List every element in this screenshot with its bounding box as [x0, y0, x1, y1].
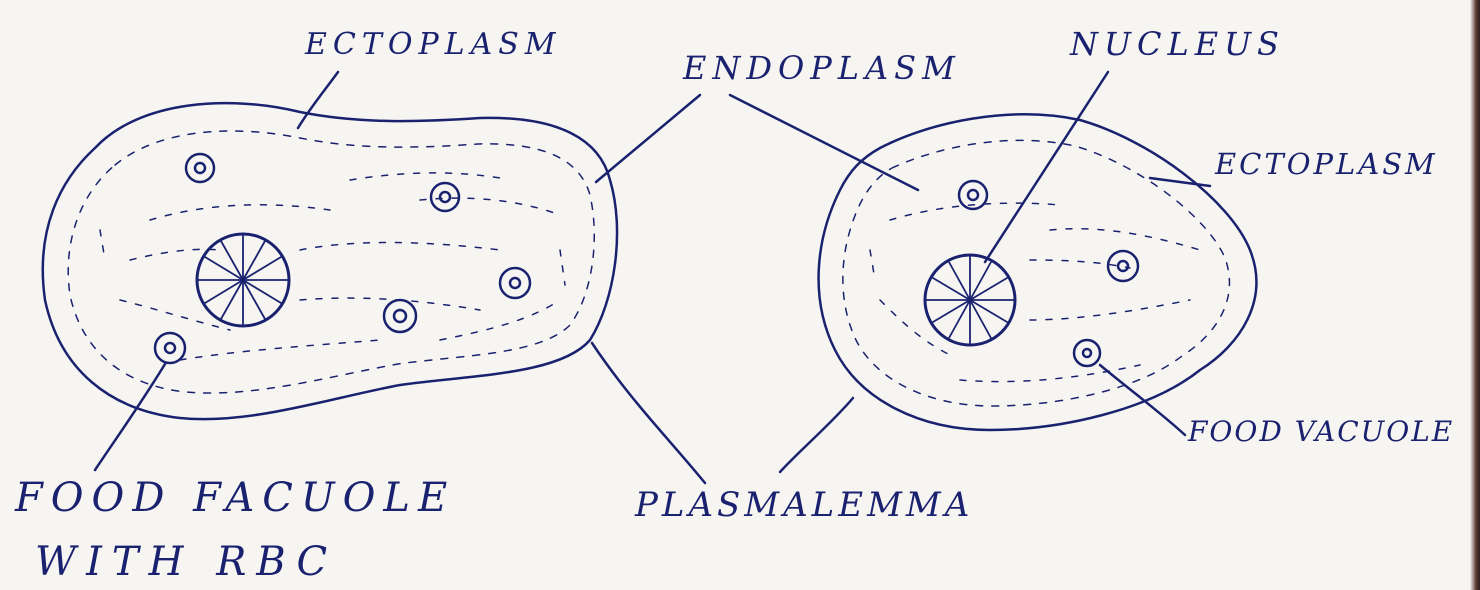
right-cell-nucleus [925, 255, 1015, 345]
label-nucleus: NUCLEUS [1070, 28, 1285, 60]
left-cell-food-vacuoles [155, 154, 530, 363]
label-food-vacuole-rbc-line2: WITH RBC [35, 542, 337, 582]
right-cell-plasmalemma [819, 114, 1257, 430]
label-food-vacuole: FOOD VACUOLE [1188, 418, 1454, 446]
leader-plasmalemma-left [592, 343, 705, 483]
paper-edge [1470, 0, 1480, 590]
leader-plasmalemma-right [780, 398, 853, 472]
leader-endoplasm-left [596, 95, 700, 182]
right-cell-food-vacuoles [959, 181, 1138, 366]
leader-ectoplasm-left [298, 72, 338, 128]
leader-ectoplasm-right [1150, 178, 1210, 186]
label-plasmalemma: PLASMALEMMA [635, 488, 973, 522]
right-cell-endoplasm-granules [870, 203, 1200, 381]
leader-food-vacuole [1100, 365, 1185, 435]
left-cell-nucleus [197, 234, 289, 326]
left-cell-plasmalemma [43, 103, 617, 419]
leader-food-vacuole-rbc [95, 364, 165, 470]
label-food-vacuole-rbc-line1: FOOD FACUOLE [15, 478, 455, 518]
left-cell-inner-boundary [68, 131, 594, 393]
label-endoplasm: ENDOPLASM [683, 52, 961, 84]
label-ectoplasm-right: ECTOPLASM [1215, 150, 1438, 179]
leader-nucleus [985, 72, 1108, 262]
label-ectoplasm-left: ECTOPLASM [305, 30, 562, 60]
